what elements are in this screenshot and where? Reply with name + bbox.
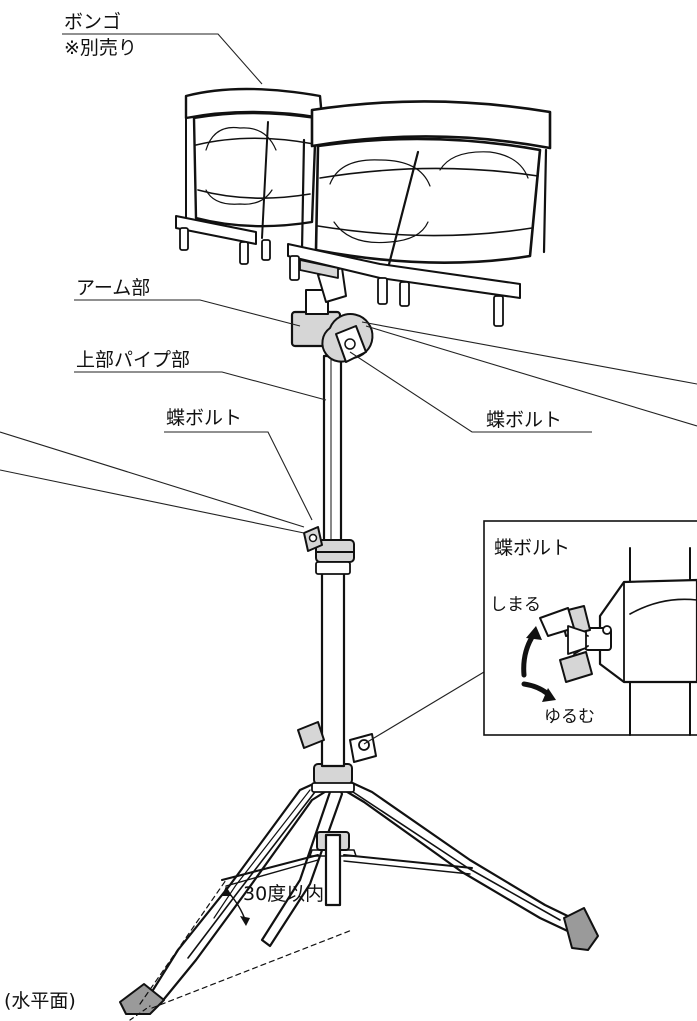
height-clamp bbox=[303, 526, 355, 575]
angle-label: 30度以内 bbox=[243, 883, 324, 905]
bongo-drum-small bbox=[175, 87, 324, 265]
wing-bolt-right-label: 蝶ボルト bbox=[486, 409, 562, 431]
bongo-drum-large bbox=[287, 100, 552, 327]
leader-lines bbox=[0, 33, 697, 745]
upper-pipe bbox=[322, 354, 343, 546]
horizontal-plane-label: (水平面) bbox=[4, 990, 76, 1012]
tripod-legs bbox=[119, 763, 599, 1015]
angle-guide bbox=[129, 879, 353, 1021]
bongo-note-label: ※別売り bbox=[64, 37, 137, 59]
inset-tighten-label: しまる bbox=[490, 595, 541, 615]
wing-bolt-inset bbox=[483, 520, 697, 736]
stand-pipes bbox=[320, 354, 346, 907]
bongo-label: ボンゴ bbox=[64, 11, 121, 33]
arm-label: アーム部 bbox=[76, 277, 150, 299]
arm-hub bbox=[290, 267, 374, 363]
text-labels: ボンゴ ※別売り アーム部 上部パイプ部 蝶ボルト 蝶ボルト 30度以内 (水平… bbox=[4, 11, 595, 1012]
left-foot bbox=[119, 983, 165, 1015]
right-foot bbox=[563, 907, 599, 951]
inset-title: 蝶ボルト bbox=[494, 537, 570, 559]
inset-loosen-label: ゆるむ bbox=[544, 707, 595, 727]
wing-bolt-left-label: 蝶ボルト bbox=[166, 407, 242, 429]
upper-pipe-label: 上部パイプ部 bbox=[76, 349, 190, 371]
